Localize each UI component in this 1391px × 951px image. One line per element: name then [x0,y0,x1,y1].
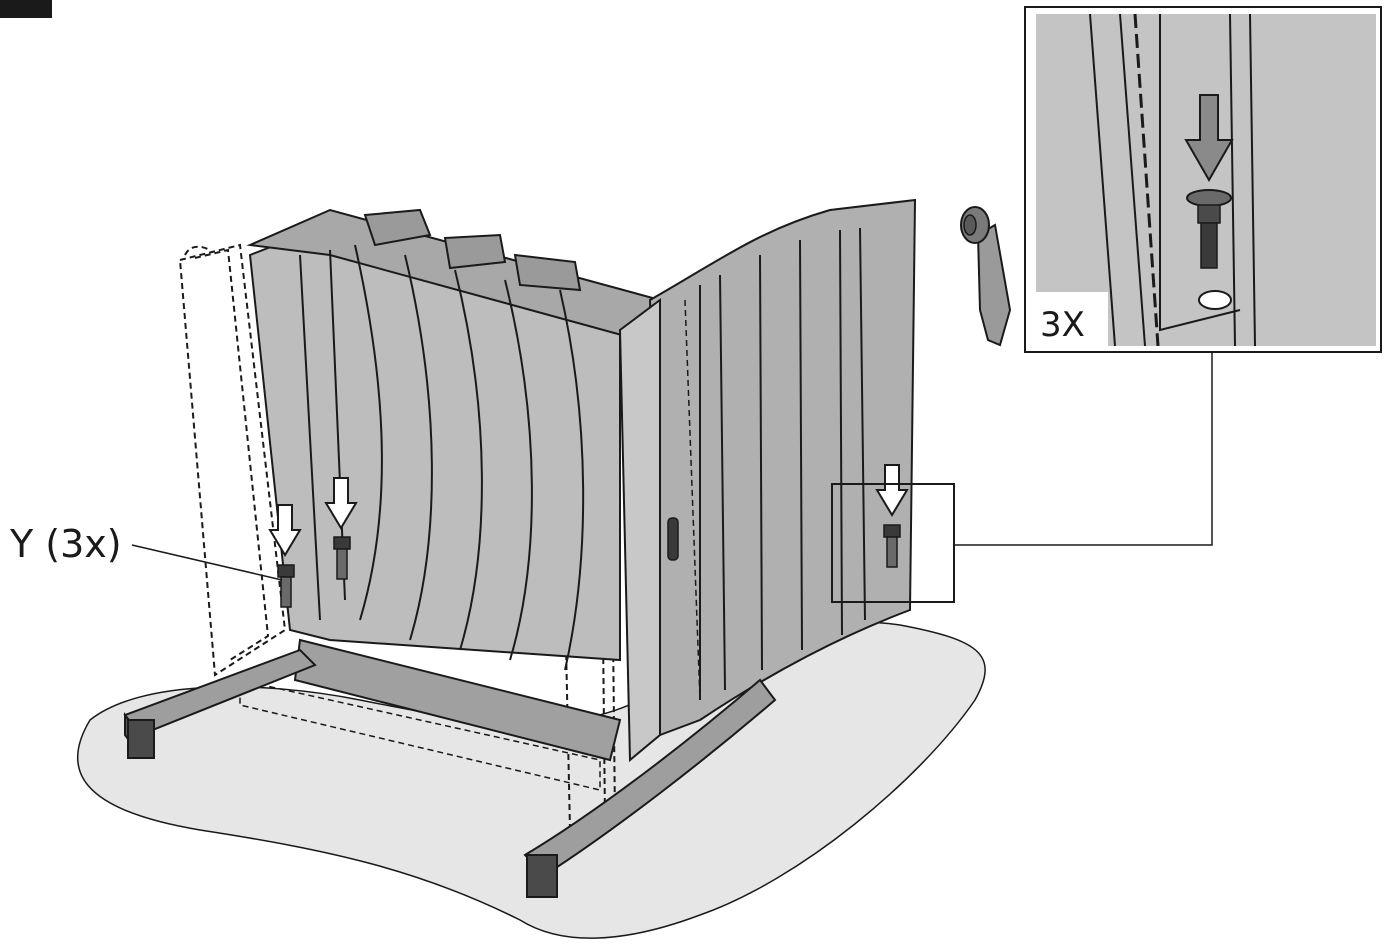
screw-left-2 [324,477,358,580]
detail-inset [1024,6,1382,353]
back-wall-panel [246,208,662,671]
detail-focus-box [831,483,955,603]
screw-callout-label: Y (3x) [10,522,122,566]
detail-quantity-label: 3X [1040,305,1085,345]
screw-left-1 [268,504,302,608]
detail-connector-line [954,352,1213,546]
screw-callout-leader [131,544,283,581]
left-leg [123,648,317,759]
allen-key-icon [960,206,1012,347]
left-end-panel-ghost [178,243,287,677]
step-number-badge [0,0,52,18]
right-leg [523,678,777,898]
screw-right [875,464,909,568]
